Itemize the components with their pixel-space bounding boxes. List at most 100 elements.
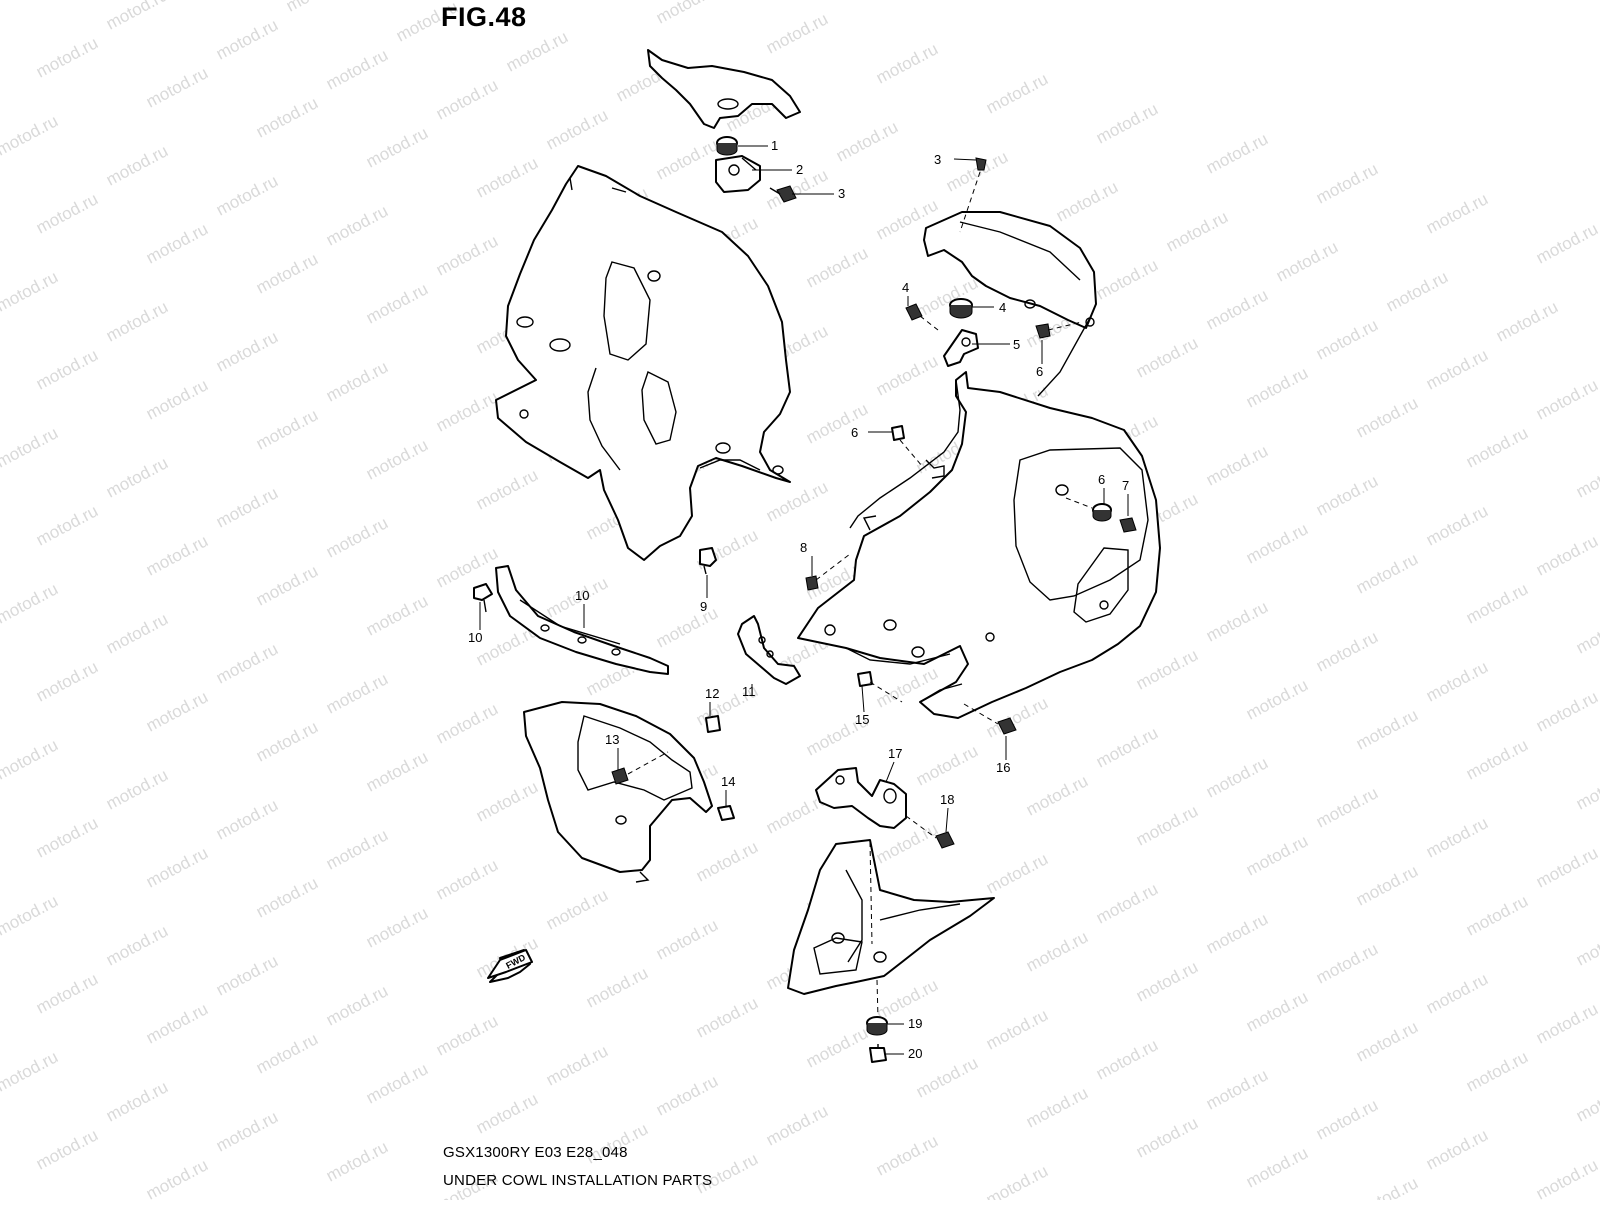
watermark-text: motod.ru xyxy=(1573,453,1600,501)
watermark-text: motod.ru xyxy=(323,981,391,1029)
callout-8: 7 xyxy=(1122,478,1129,493)
watermark-text: motod.ru xyxy=(323,201,391,249)
callout-17: 11 xyxy=(742,684,756,699)
watermark-text: motod.ru xyxy=(1533,1155,1600,1200)
watermark-text: motod.ru xyxy=(33,969,101,1017)
watermark-text: motod.ru xyxy=(1203,597,1271,645)
watermark-text: motod.ru xyxy=(1463,735,1531,783)
watermark-text: motod.ru xyxy=(103,0,171,34)
clip-6-upper xyxy=(891,425,923,467)
bolt-20 xyxy=(473,583,493,613)
watermark-text: motod.ru xyxy=(1243,831,1311,879)
watermark-text: motod.ru xyxy=(473,153,541,201)
watermark-text: motod.ru xyxy=(543,1041,611,1089)
watermark-text: motod.ru xyxy=(1463,423,1531,471)
watermark-text: motod.ru xyxy=(653,0,721,28)
watermark-text: motod.ru xyxy=(1423,1125,1491,1173)
watermark-text: motod.ru xyxy=(1463,1047,1531,1095)
watermark-text: motod.ru xyxy=(323,45,391,93)
callout-6: 14 xyxy=(721,774,735,789)
watermark-text: motod.ru xyxy=(33,345,101,393)
grommet-top xyxy=(716,136,738,156)
watermark-text: motod.ru xyxy=(833,117,901,165)
callout-3: 3 xyxy=(838,186,845,201)
watermark-text: motod.ru xyxy=(1533,531,1600,579)
watermark-text: motod.ru xyxy=(1093,255,1161,303)
watermark-text: motod.ru xyxy=(1203,909,1271,957)
bolt-3-right xyxy=(905,303,939,331)
watermark-text: motod.ru xyxy=(1533,375,1600,423)
left-lower-panel xyxy=(523,701,713,883)
watermark-text: motod.ru xyxy=(213,483,281,531)
watermark-text: motod.ru xyxy=(1273,237,1341,285)
watermark-text: motod.ru xyxy=(103,921,171,969)
watermark-text: motod.ru xyxy=(213,327,281,375)
watermark-text: motod.ru xyxy=(0,891,61,939)
watermark-text: motod.ru xyxy=(1133,333,1201,381)
watermark-text: motod.ru xyxy=(983,69,1051,117)
watermark-text: motod.ru xyxy=(103,1077,171,1125)
clip-6-lower xyxy=(717,805,735,821)
watermark-text: motod.ru xyxy=(1533,999,1600,1047)
watermark-text: motod.ru xyxy=(803,243,871,291)
bolt-10-right xyxy=(963,703,1017,735)
watermark-text: motod.ru xyxy=(1463,579,1531,627)
callout-labels: 1 2 3 3 4 4 5 6 6 6 7 8 9 10 10 11 12 13… xyxy=(468,138,1129,1061)
callout-14: 18 xyxy=(940,792,954,807)
watermark-text: motod.ru xyxy=(1203,285,1271,333)
watermark-text: motod.ru xyxy=(103,765,171,813)
bracket-2 xyxy=(943,329,979,367)
watermark-text: motod.ru xyxy=(433,231,501,279)
watermark-text: motod.ru xyxy=(283,0,351,16)
watermark-text: motod.ru xyxy=(1423,189,1491,237)
watermark-text: motod.ru xyxy=(143,63,211,111)
watermark-text: motod.ru xyxy=(33,657,101,705)
watermark-text: motod.ru xyxy=(213,639,281,687)
under-cowl-pan xyxy=(787,839,995,1019)
watermark-text: motod.ru xyxy=(1203,441,1271,489)
bolt-16 xyxy=(869,1044,887,1063)
callout-9: 6 xyxy=(1098,472,1105,487)
watermark-text: motod.ru xyxy=(803,399,871,447)
bolt-5 xyxy=(1035,321,1083,339)
leader-lines xyxy=(479,145,1129,1055)
watermark-text: motod.ru xyxy=(1383,267,1451,315)
watermark-text: motod.ru xyxy=(1313,315,1381,363)
watermark-text: motod.ru xyxy=(1573,609,1600,657)
forward-arrow: FWD xyxy=(487,949,533,983)
callout-13: 17 xyxy=(888,746,902,761)
bracket-13 xyxy=(815,767,907,829)
watermark-text: motod.ru xyxy=(1243,519,1311,567)
watermark-text: motod.ru xyxy=(1023,1083,1091,1131)
left-fairing-panel xyxy=(495,165,791,561)
watermark-text: motod.ru xyxy=(143,1155,211,1200)
callout-20: 10 xyxy=(468,630,482,645)
watermark-text: motod.ru xyxy=(213,951,281,999)
watermark-text: motod.ru xyxy=(33,33,101,81)
watermark-text: motod.ru xyxy=(143,843,211,891)
watermark-text: motod.ru xyxy=(1353,393,1421,441)
watermark-text: motod.ru xyxy=(653,135,721,183)
watermark-text: motod.ru xyxy=(363,903,431,951)
watermark-text: motod.ru xyxy=(1243,363,1311,411)
watermark-text: motod.ru xyxy=(213,1107,281,1155)
watermark-text: motod.ru xyxy=(1533,843,1600,891)
watermark-text: motod.ru xyxy=(0,111,61,159)
watermark-text: motod.ru xyxy=(33,813,101,861)
figure-title: FIG.48 xyxy=(441,2,527,32)
watermark-text: motod.ru xyxy=(1313,1095,1381,1143)
watermark-text: motod.ru xyxy=(693,837,761,885)
bracket-17 xyxy=(737,615,801,685)
watermark-text: motod.ru xyxy=(33,189,101,237)
bolt-12 xyxy=(857,671,903,703)
watermark-text: motod.ru xyxy=(653,1071,721,1119)
watermark-text: motod.ru xyxy=(1133,957,1201,1005)
watermark-text: motod.ru xyxy=(1163,207,1231,255)
right-upper-fairing xyxy=(923,211,1097,397)
watermark-text: motod.ru xyxy=(103,141,171,189)
watermark-text: motod.ru xyxy=(323,825,391,873)
watermark-text: motod.ru xyxy=(1353,861,1421,909)
watermark-text: motod.ru xyxy=(143,219,211,267)
callout-4: 1 xyxy=(771,138,778,153)
